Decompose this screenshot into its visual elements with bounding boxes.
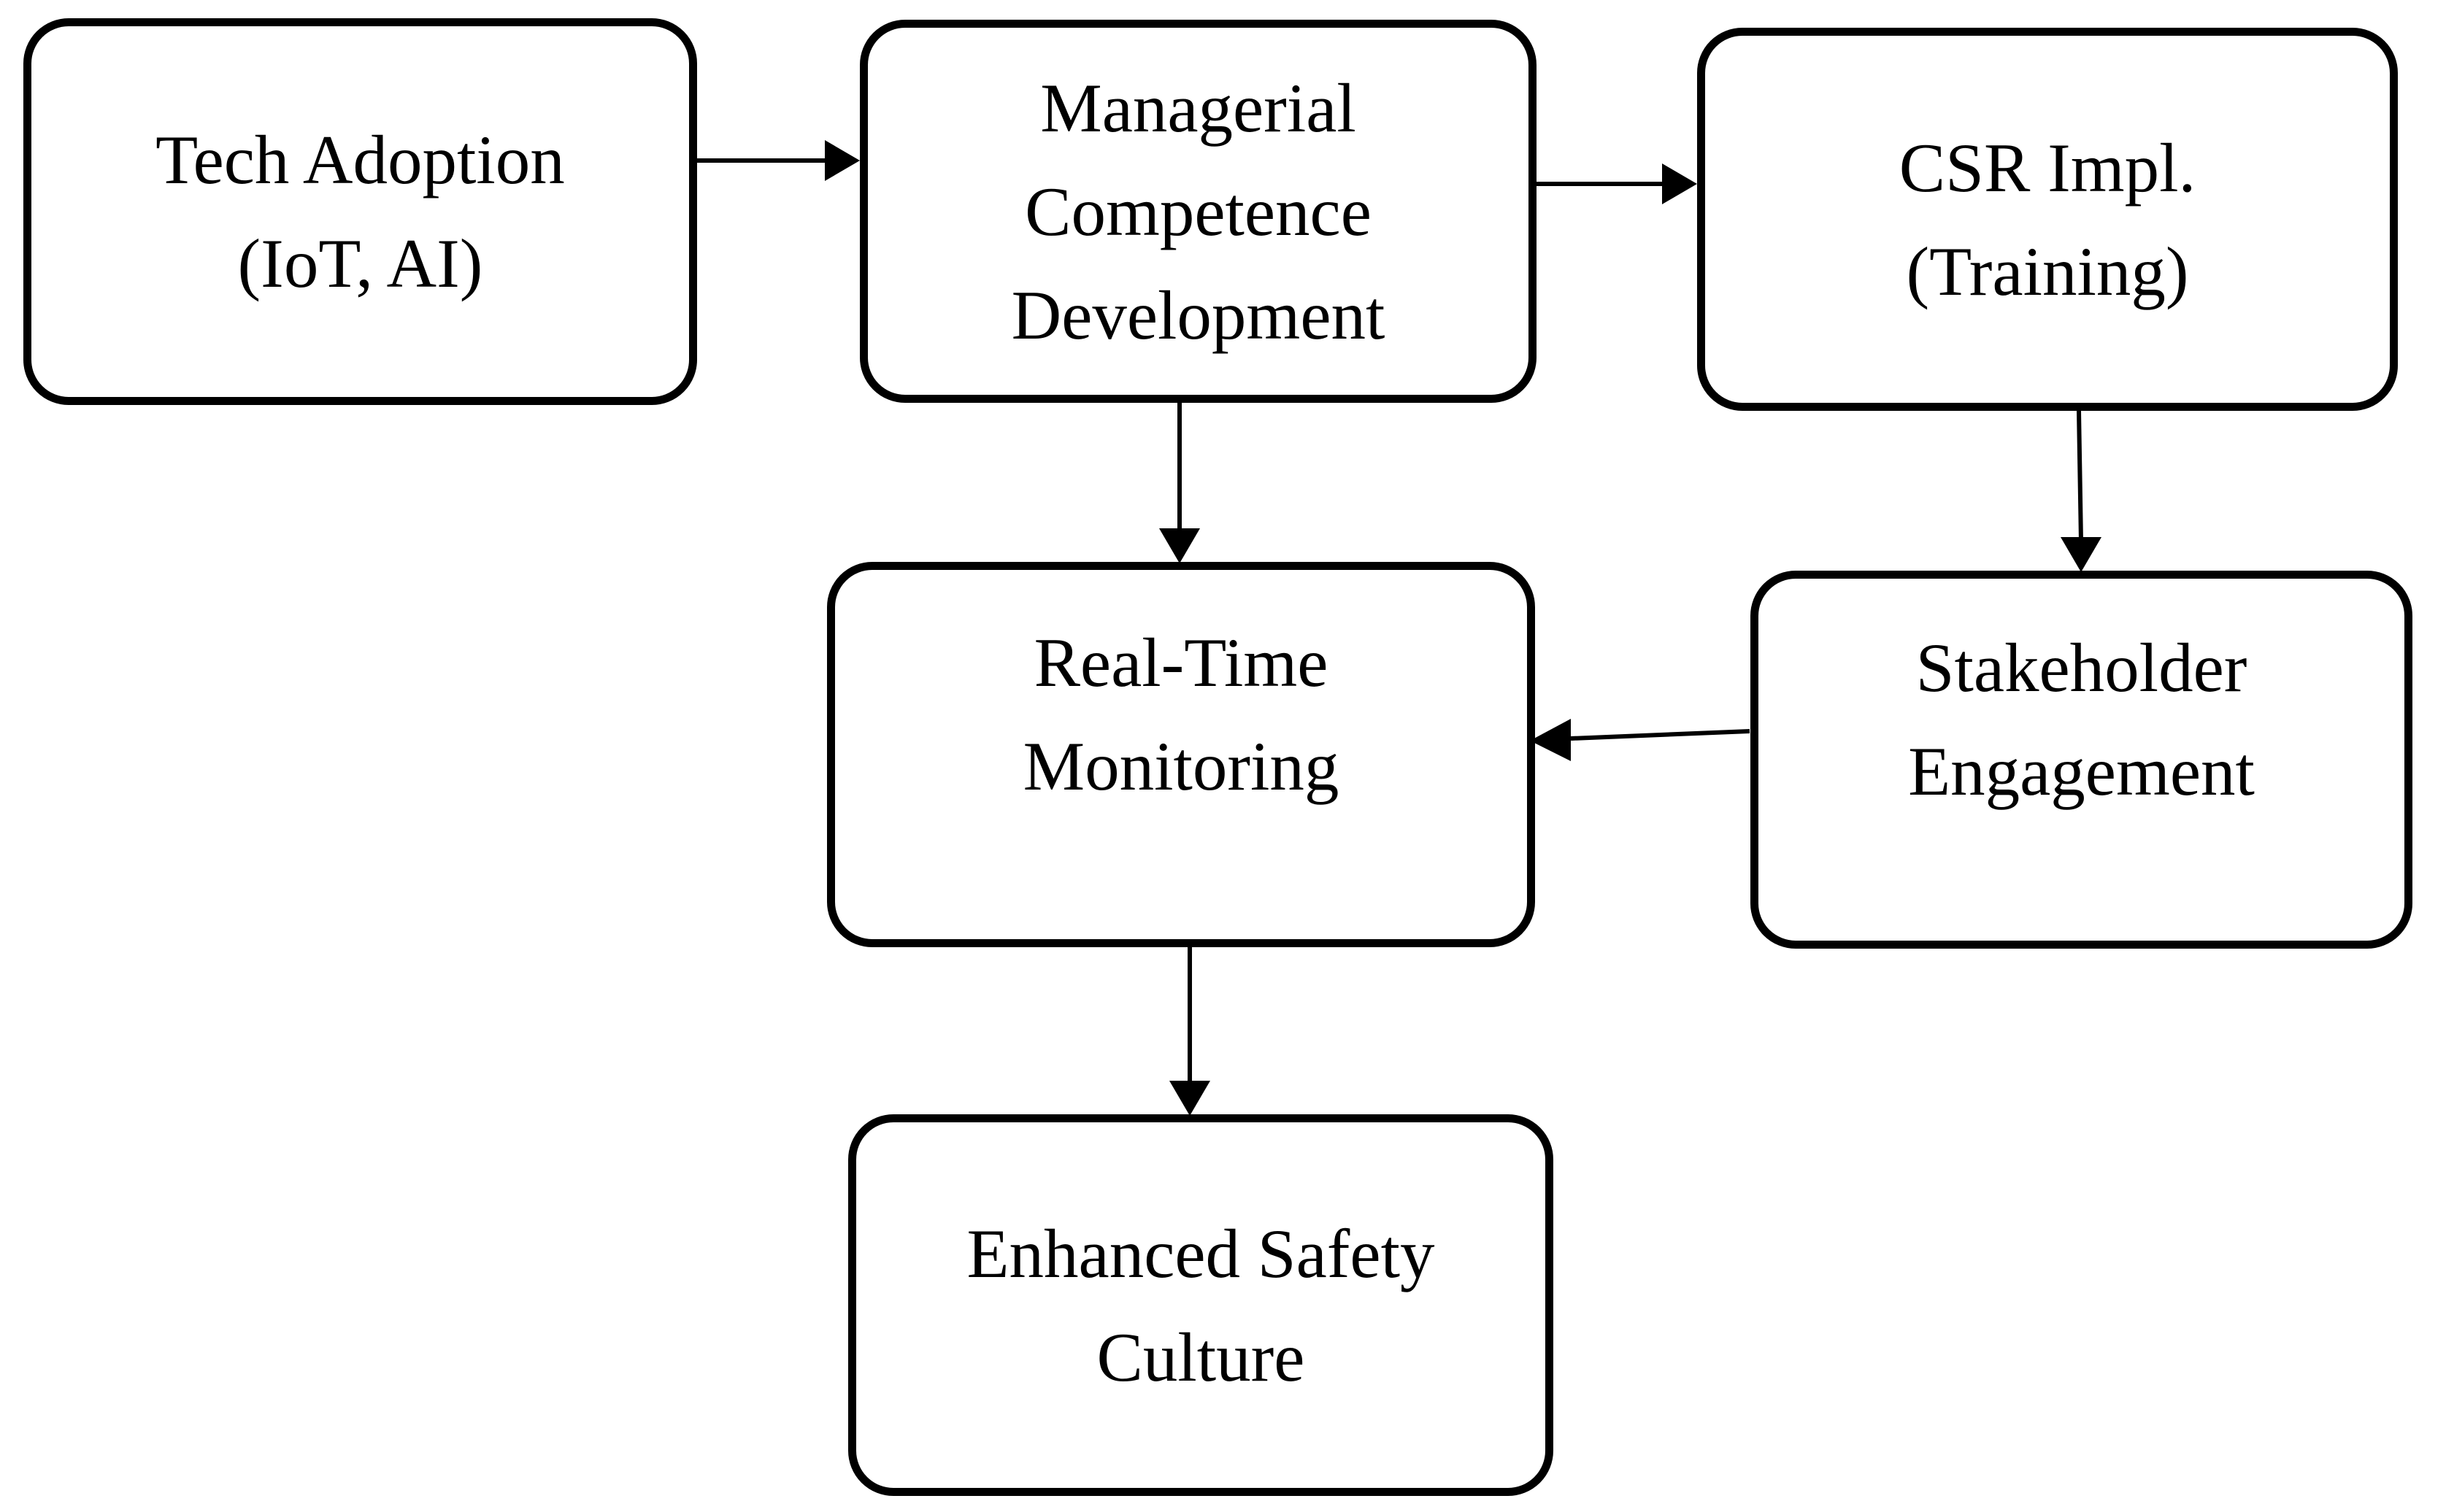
- node-csr-implementation-line-2: (Training): [1906, 232, 2189, 310]
- node-tech-adoption-line-2: (IoT, AI): [237, 225, 483, 302]
- arrow-stakeholder-to-realtime-head: [1530, 719, 1571, 761]
- node-enhanced-safety-culture-line-1: Enhanced Safety: [966, 1214, 1435, 1292]
- arrow-tech-to-managerial: [697, 140, 860, 181]
- arrow-stakeholder-to-realtime: [1530, 719, 1750, 761]
- node-real-time-monitoring: Real-Time Monitoring: [827, 562, 1535, 947]
- node-stakeholder-engagement-line-2: Engagement: [1908, 733, 2255, 810]
- node-stakeholder-engagement: Stakeholder Engagement: [1750, 571, 2412, 949]
- node-managerial-competence: Managerial Competence Development: [860, 20, 1537, 403]
- node-tech-adoption: Tech Adoption (IoT, AI): [23, 18, 697, 405]
- arrow-stakeholder-to-realtime-shaft: [1570, 729, 1750, 741]
- arrow-realtime-to-enhanced: [1169, 947, 1210, 1116]
- arrow-csr-to-stakeholder: [2061, 410, 2101, 572]
- arrow-managerial-to-realtime-head: [1159, 528, 1200, 563]
- node-managerial-competence-line-3: Development: [1011, 276, 1385, 354]
- arrow-tech-to-managerial-head: [825, 140, 860, 181]
- node-tech-adoption-line-1: Tech Adoption: [155, 121, 565, 198]
- node-csr-implementation-line-1: CSR Impl.: [1899, 128, 2196, 207]
- arrow-managerial-to-realtime: [1159, 403, 1200, 563]
- arrow-csr-to-stakeholder-head: [2061, 537, 2101, 572]
- node-csr-implementation: CSR Impl. (Training): [1697, 28, 2398, 411]
- node-managerial-competence-line-1: Managerial: [1040, 69, 1356, 147]
- arrow-managerial-to-csr-head: [1662, 163, 1697, 204]
- node-enhanced-safety-culture-line-2: Culture: [1096, 1318, 1305, 1396]
- arrow-managerial-to-csr: [1537, 163, 1697, 204]
- node-managerial-competence-line-2: Competence: [1025, 172, 1372, 250]
- arrow-realtime-to-enhanced-head: [1169, 1081, 1210, 1116]
- arrow-csr-to-stakeholder-shaft: [2077, 410, 2083, 542]
- node-enhanced-safety-culture: Enhanced Safety Culture: [848, 1114, 1553, 1496]
- node-real-time-monitoring-line-1: Real-Time: [1034, 624, 1328, 701]
- node-real-time-monitoring-line-2: Monitoring: [1023, 728, 1339, 805]
- node-stakeholder-engagement-line-1: Stakeholder: [1915, 629, 2247, 706]
